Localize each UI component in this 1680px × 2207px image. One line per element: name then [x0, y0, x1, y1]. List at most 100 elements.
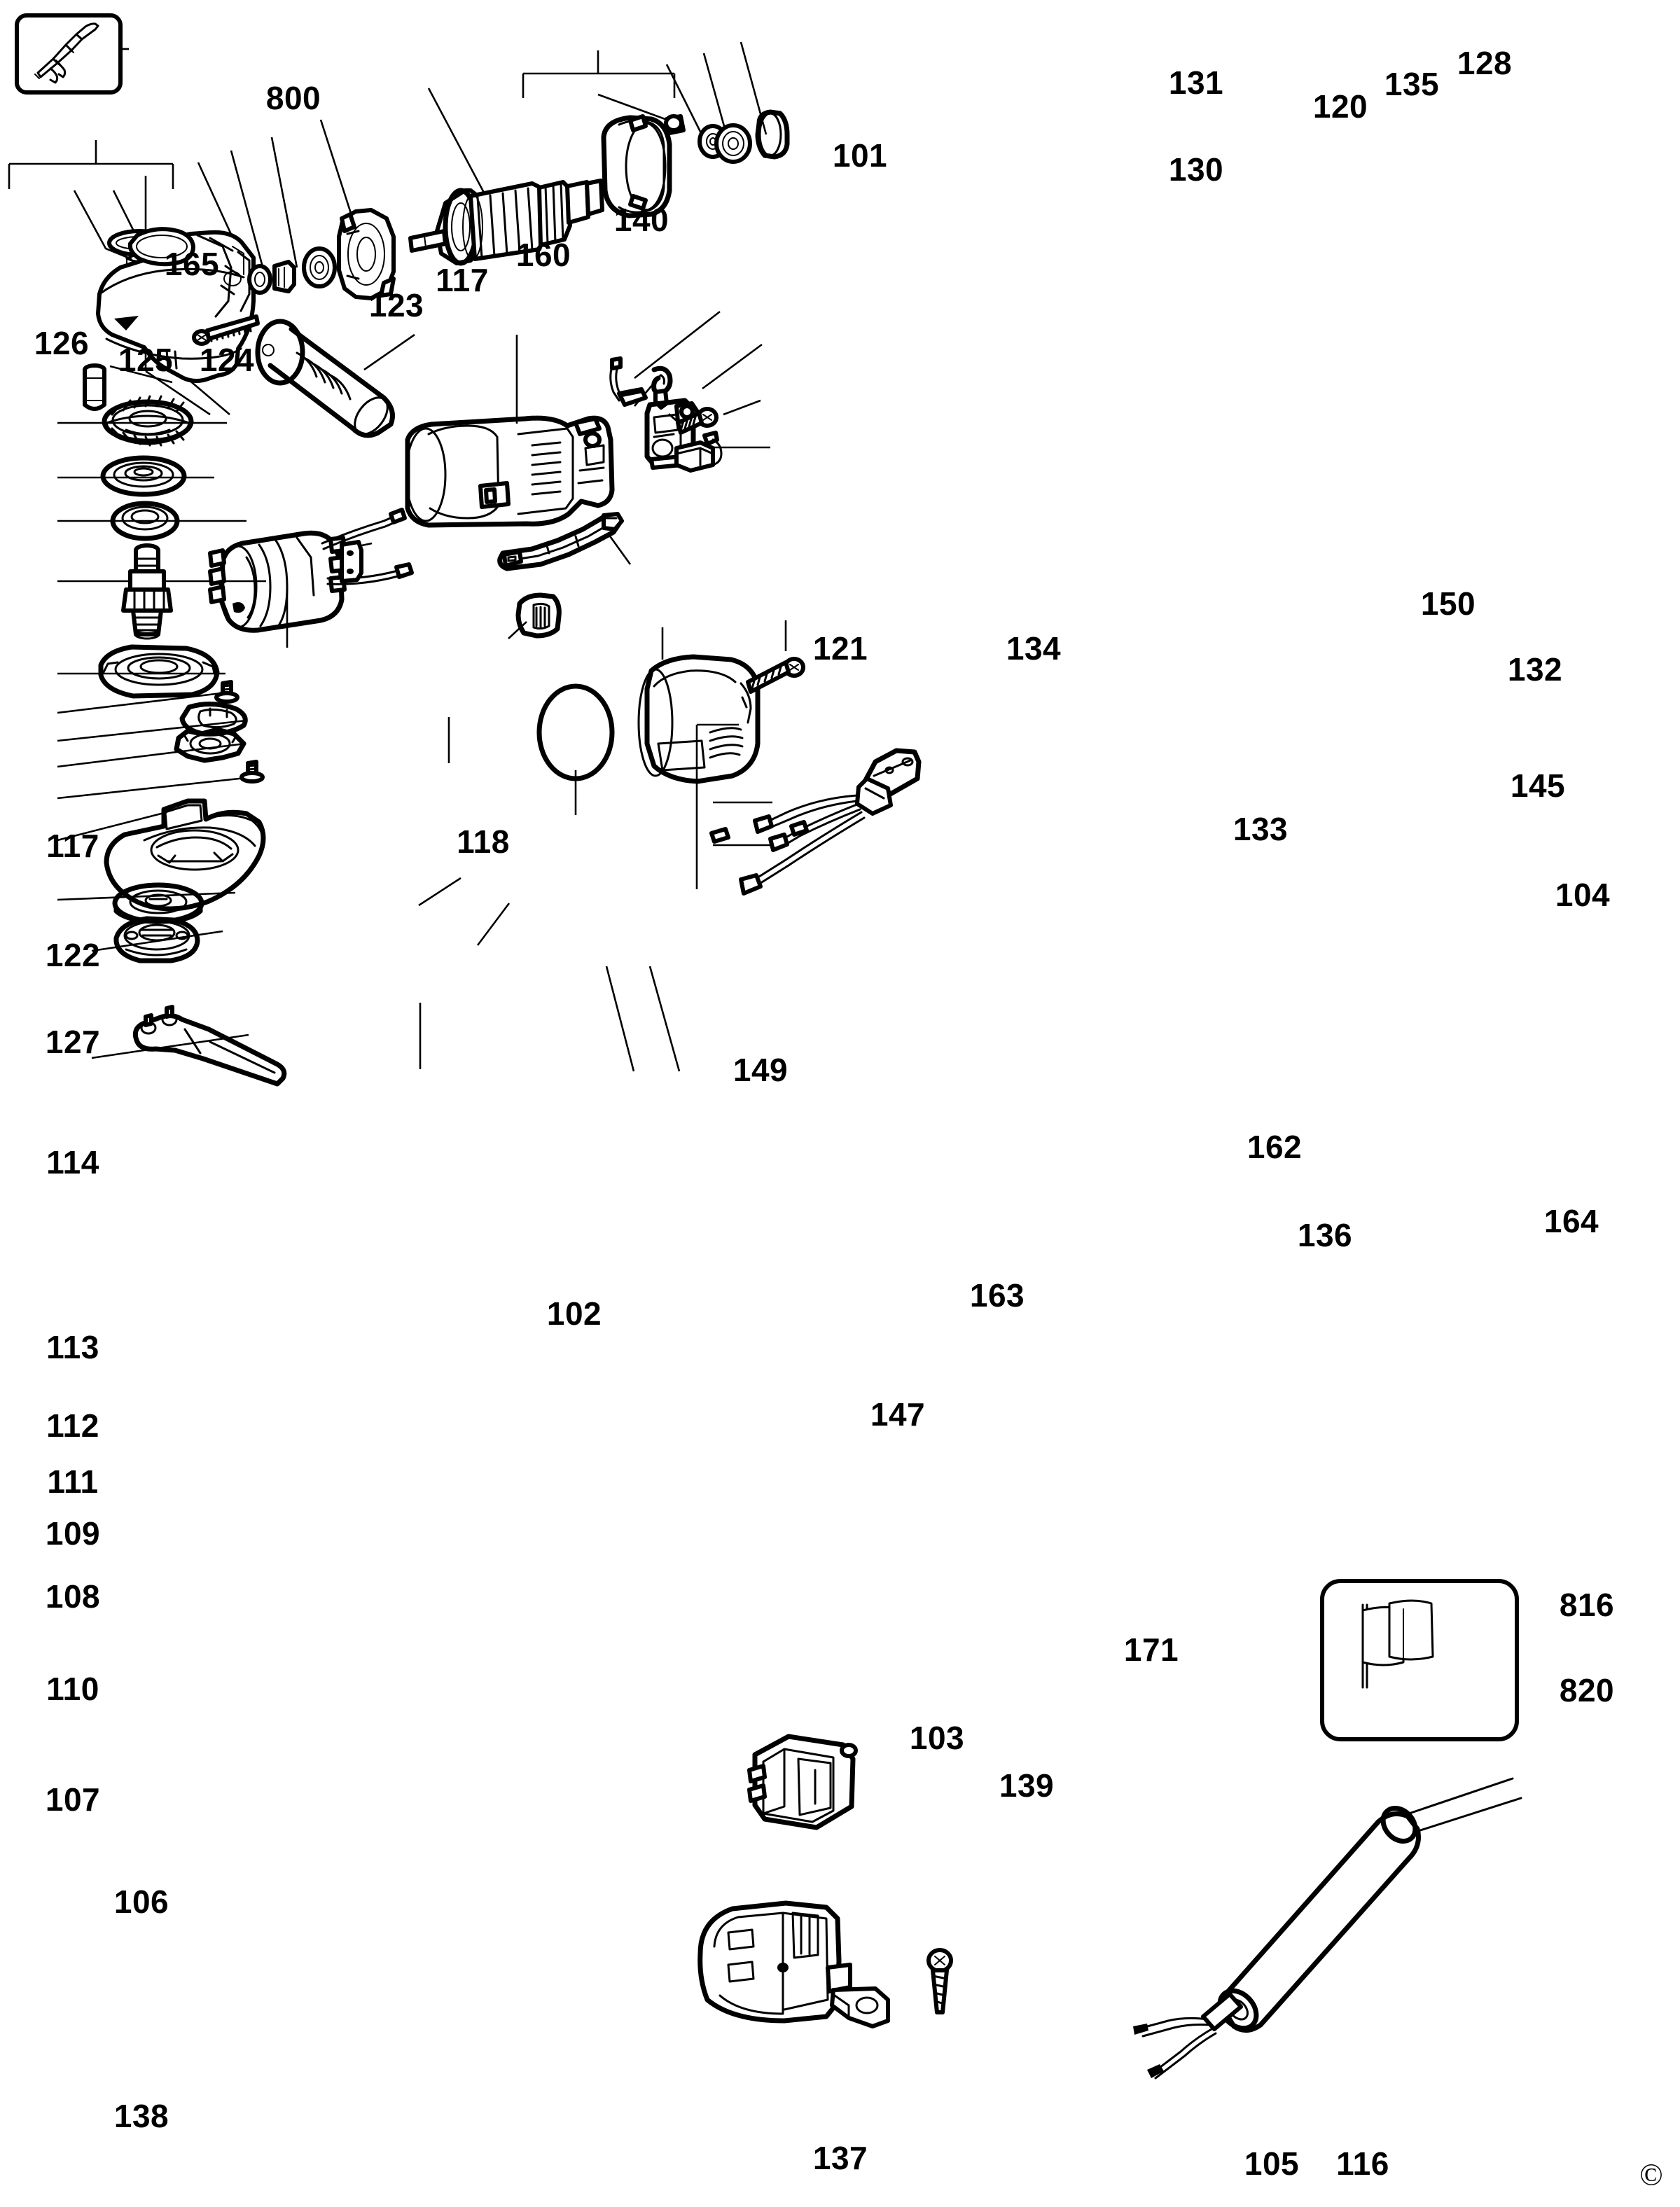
- callout-140[interactable]: 140: [613, 202, 669, 238]
- callout-105[interactable]: 105: [1244, 2145, 1300, 2182]
- callout-165[interactable]: 165: [164, 246, 220, 282]
- bracket-165: [8, 140, 174, 189]
- part-102-stator: [208, 508, 414, 633]
- end-cover-vents: [709, 727, 744, 759]
- callout-820[interactable]: 820: [1559, 1672, 1615, 1708]
- part-139-screw: [926, 1948, 953, 2014]
- callout-101[interactable]: 101: [832, 137, 888, 174]
- callout-126[interactable]: 126: [34, 325, 90, 361]
- callout-112[interactable]: 112: [46, 1407, 99, 1444]
- callout-816[interactable]: 816: [1559, 1587, 1615, 1623]
- callout-110[interactable]: 110: [46, 1671, 99, 1707]
- callout-130[interactable]: 130: [1168, 151, 1224, 188]
- part-130-endcap: [601, 114, 686, 218]
- callout-117-top[interactable]: 117: [436, 262, 489, 298]
- callout-150[interactable]: 150: [1420, 585, 1476, 622]
- part-104-carbon-brush: [674, 431, 723, 473]
- part-127-bearing: [110, 501, 180, 541]
- part-108-screw-b: [239, 760, 265, 784]
- callout-116[interactable]: 116: [1336, 2145, 1389, 2182]
- callout-147[interactable]: 147: [870, 1396, 926, 1433]
- part-117-washer: [272, 260, 296, 293]
- part-123-ring: [247, 264, 272, 295]
- callout-136[interactable]: 136: [1297, 1217, 1353, 1253]
- part-112-screw-a: [214, 680, 239, 704]
- callout-121[interactable]: 121: [812, 630, 868, 667]
- part-165-gearcase: [96, 227, 256, 383]
- part-121-side-handle: [255, 319, 395, 438]
- inset-816-box: [1320, 1579, 1519, 1741]
- housing-vents: [531, 441, 562, 496]
- callout-163[interactable]: 163: [969, 1277, 1025, 1314]
- callout-149[interactable]: 149: [733, 1052, 789, 1088]
- part-103-switch: [747, 1734, 858, 1830]
- callout-800[interactable]: 800: [265, 80, 321, 116]
- copyright-mark: ©: [1639, 2157, 1663, 2192]
- callout-117-left[interactable]: 117: [46, 828, 99, 864]
- part-171-oring: [536, 683, 615, 781]
- bracket-131: [522, 50, 676, 98]
- part-118-screw: [192, 314, 260, 346]
- part-113-flange: [98, 644, 220, 699]
- callout-102[interactable]: 102: [546, 1295, 602, 1332]
- part-126-pin: [83, 363, 106, 411]
- part-101-armature: [408, 179, 604, 266]
- callout-137[interactable]: 137: [812, 2140, 868, 2176]
- part-128-ring: [755, 109, 790, 160]
- callout-111[interactable]: 111: [47, 1463, 99, 1500]
- callout-128[interactable]: 128: [1457, 45, 1513, 81]
- part-106-clamp-nut: [113, 916, 200, 963]
- callout-131[interactable]: 131: [1168, 64, 1224, 101]
- callout-125[interactable]: 125: [118, 342, 174, 378]
- part-105-116-power-cord: [1133, 1777, 1522, 2080]
- part-110-guard: [104, 798, 266, 912]
- part-160-bearing: [302, 246, 337, 288]
- callout-120[interactable]: 120: [1312, 88, 1368, 125]
- part-149-insulator: [340, 540, 363, 583]
- part-145-screw: [676, 407, 718, 435]
- callout-106[interactable]: 106: [113, 1884, 169, 1920]
- part-134-motor-housing: [405, 415, 615, 528]
- callout-109[interactable]: 109: [45, 1515, 101, 1552]
- callout-132[interactable]: 132: [1507, 651, 1563, 688]
- part-162-strap: [497, 512, 624, 571]
- part-109-plate: [174, 727, 247, 763]
- callout-160[interactable]: 160: [515, 237, 571, 273]
- leader-lines: [57, 41, 787, 1072]
- callout-122[interactable]: 122: [45, 937, 101, 973]
- callout-134[interactable]: 134: [1006, 630, 1062, 667]
- callout-104[interactable]: 104: [1555, 877, 1611, 913]
- part-136-end-cover: [637, 654, 761, 784]
- callout-123[interactable]: 123: [368, 287, 424, 323]
- callout-135[interactable]: 135: [1384, 66, 1440, 102]
- part-122-seal: [100, 455, 187, 497]
- bracket-132: [695, 723, 739, 889]
- callout-171[interactable]: 171: [1123, 1631, 1179, 1668]
- callout-113[interactable]: 113: [46, 1329, 99, 1365]
- callout-124[interactable]: 124: [199, 342, 255, 378]
- part-135-bearing: [714, 123, 752, 164]
- callout-145[interactable]: 145: [1510, 767, 1566, 804]
- callout-103[interactable]: 103: [909, 1720, 965, 1756]
- callout-164[interactable]: 164: [1543, 1203, 1599, 1239]
- inset-800-box: [15, 13, 129, 95]
- callout-127[interactable]: 127: [45, 1024, 101, 1060]
- callout-107[interactable]: 107: [45, 1781, 101, 1818]
- callout-118[interactable]: 118: [457, 823, 510, 860]
- part-140-bearing-plate: [337, 208, 396, 300]
- part-147-pcb-assembly: [709, 748, 922, 896]
- callout-138[interactable]: 138: [113, 2098, 169, 2134]
- part-138-spanner-wrench: [132, 1005, 287, 1087]
- part-163-vent-cap: [515, 592, 562, 639]
- part-150-terminal: [609, 356, 648, 407]
- callout-162[interactable]: 162: [1247, 1129, 1303, 1165]
- callout-133[interactable]: 133: [1233, 811, 1289, 847]
- callout-108[interactable]: 108: [45, 1578, 101, 1615]
- part-164-screw: [746, 657, 805, 694]
- part-114-spindle: [121, 543, 173, 640]
- callout-139[interactable]: 139: [999, 1767, 1055, 1804]
- callout-114[interactable]: 114: [46, 1144, 99, 1181]
- part-137-switch-housing: [697, 1900, 890, 2028]
